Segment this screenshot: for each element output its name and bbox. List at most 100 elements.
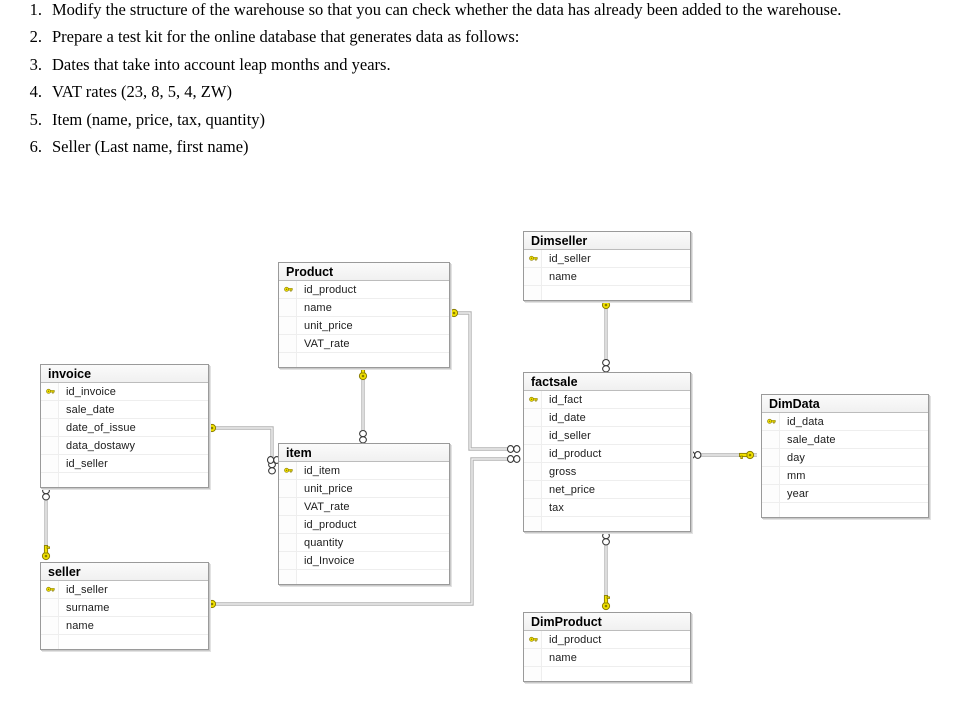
instruction-item: 1. Modify the structure of the warehouse … bbox=[0, 0, 900, 21]
key-icon bbox=[41, 581, 59, 598]
er-table-footer-row bbox=[762, 503, 928, 517]
er-column-name: id_seller bbox=[549, 429, 591, 442]
column-gutter bbox=[279, 299, 297, 316]
er-column-row[interactable]: day bbox=[762, 449, 928, 467]
er-column-name: id_item bbox=[304, 464, 341, 477]
er-column-row[interactable]: mm bbox=[762, 467, 928, 485]
er-column-row[interactable]: id_product bbox=[279, 516, 449, 534]
er-column-row-primary-key[interactable]: id_item bbox=[279, 462, 449, 480]
column-gutter bbox=[524, 481, 542, 498]
column-gutter bbox=[762, 449, 780, 466]
er-column-name: day bbox=[787, 451, 806, 464]
er-column-row-primary-key[interactable]: id_data bbox=[762, 413, 928, 431]
column-gutter bbox=[279, 534, 297, 551]
er-table-footer-row bbox=[524, 286, 690, 300]
relationship-seller-invoice bbox=[41, 486, 51, 561]
key-icon bbox=[279, 281, 297, 298]
er-column-row[interactable]: id_Invoice bbox=[279, 552, 449, 570]
instruction-number: 1. bbox=[29, 0, 42, 19]
er-column-name: id_product bbox=[304, 283, 357, 296]
er-column-name: quantity bbox=[304, 536, 344, 549]
column-gutter bbox=[41, 437, 59, 454]
er-column-name: id_seller bbox=[66, 457, 108, 470]
er-column-row[interactable]: data_dostawy bbox=[41, 437, 208, 455]
er-table-footer-row bbox=[524, 517, 690, 531]
er-column-name: id_date bbox=[549, 411, 586, 424]
instruction-list: 1. Modify the structure of the warehouse … bbox=[0, 0, 900, 165]
er-table-title: DimData bbox=[762, 395, 928, 413]
er-table-title: factsale bbox=[524, 373, 690, 391]
er-column-name: id_fact bbox=[549, 393, 583, 406]
er-column-row[interactable]: quantity bbox=[279, 534, 449, 552]
er-table-title: seller bbox=[41, 563, 208, 581]
key-icon bbox=[524, 631, 542, 648]
er-column-row[interactable]: date_of_issue bbox=[41, 419, 208, 437]
er-column-name: tax bbox=[549, 501, 564, 514]
er-column-row[interactable]: name bbox=[41, 617, 208, 635]
instruction-text: Prepare a test kit for the online databa… bbox=[52, 27, 520, 47]
er-column-row-primary-key[interactable]: id_seller bbox=[524, 250, 690, 268]
er-column-row[interactable]: net_price bbox=[524, 481, 690, 499]
er-table-footer-row bbox=[279, 353, 449, 367]
er-column-row[interactable]: unit_price bbox=[279, 480, 449, 498]
er-column-name: sale_date bbox=[66, 403, 115, 416]
key-icon bbox=[762, 413, 780, 430]
er-column-row[interactable]: id_seller bbox=[524, 427, 690, 445]
er-column-name: id_seller bbox=[549, 252, 591, 265]
instruction-text: Modify the structure of the warehouse so… bbox=[52, 0, 842, 19]
er-column-row[interactable]: id_date bbox=[524, 409, 690, 427]
column-gutter bbox=[41, 401, 59, 418]
er-column-row[interactable]: id_seller bbox=[41, 455, 208, 473]
er-column-row-primary-key[interactable]: id_seller bbox=[41, 581, 208, 599]
column-gutter bbox=[524, 268, 542, 285]
er-column-row[interactable]: tax bbox=[524, 499, 690, 517]
er-table-factsale[interactable]: factsale id_fact id_date id_seller id_produc… bbox=[523, 372, 691, 532]
column-gutter bbox=[524, 499, 542, 516]
er-column-name: date_of_issue bbox=[66, 421, 136, 434]
er-column-name: name bbox=[549, 270, 577, 283]
column-gutter bbox=[524, 649, 542, 666]
column-gutter bbox=[524, 445, 542, 462]
er-column-row[interactable]: name bbox=[524, 649, 690, 667]
er-column-row[interactable]: surname bbox=[41, 599, 208, 617]
er-column-row[interactable]: sale_date bbox=[41, 401, 208, 419]
er-column-row[interactable]: sale_date bbox=[762, 431, 928, 449]
relationship-factsale-dimproduct bbox=[601, 531, 611, 611]
column-gutter bbox=[41, 473, 59, 487]
er-column-row-primary-key[interactable]: id_invoice bbox=[41, 383, 208, 401]
er-column-row[interactable]: VAT_rate bbox=[279, 498, 449, 516]
er-table-title: Dimseller bbox=[524, 232, 690, 250]
er-column-row-primary-key[interactable]: id_fact bbox=[524, 391, 690, 409]
er-column-row-primary-key[interactable]: id_product bbox=[279, 281, 449, 299]
column-gutter bbox=[41, 617, 59, 634]
er-table-footer-row bbox=[41, 635, 208, 649]
er-column-name: gross bbox=[549, 465, 577, 478]
er-column-name: name bbox=[304, 301, 332, 314]
er-column-row[interactable]: VAT_rate bbox=[279, 335, 449, 353]
er-column-row[interactable]: name bbox=[524, 268, 690, 286]
er-column-row[interactable]: name bbox=[279, 299, 449, 317]
er-table-title: item bbox=[279, 444, 449, 462]
er-column-name: sale_date bbox=[787, 433, 836, 446]
er-column-name: unit_price bbox=[304, 319, 353, 332]
er-column-row[interactable]: year bbox=[762, 485, 928, 503]
er-column-name: id_product bbox=[549, 447, 602, 460]
er-column-name: id_product bbox=[304, 518, 357, 531]
er-column-name: id_seller bbox=[66, 583, 108, 596]
instruction-text: Item (name, price, tax, quantity) bbox=[52, 109, 266, 129]
er-column-row[interactable]: gross bbox=[524, 463, 690, 481]
instruction-number: 5. bbox=[29, 109, 42, 129]
er-column-row[interactable]: id_product bbox=[524, 445, 690, 463]
er-column-row[interactable]: unit_price bbox=[279, 317, 449, 335]
er-column-row-primary-key[interactable]: id_product bbox=[524, 631, 690, 649]
column-gutter bbox=[524, 667, 542, 681]
